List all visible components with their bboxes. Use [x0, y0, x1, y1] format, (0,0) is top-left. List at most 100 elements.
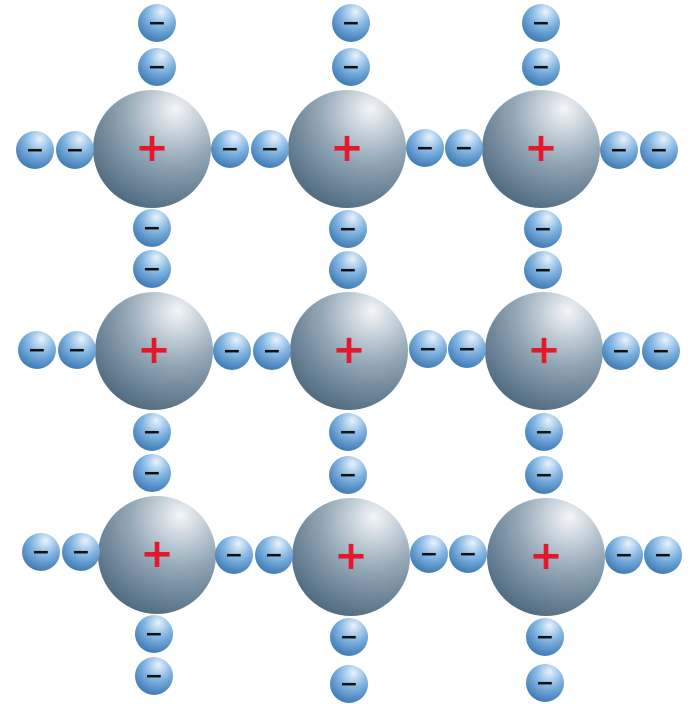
electron-44: −: [135, 657, 173, 695]
electron-3: −: [332, 4, 370, 42]
electron-15: −: [133, 209, 171, 247]
minus-sign-label: −: [143, 420, 161, 445]
electron-22: −: [58, 331, 96, 369]
electron-42: −: [644, 536, 682, 574]
electron-26: −: [448, 330, 486, 368]
electron-24: −: [253, 332, 291, 370]
electron-35: −: [22, 533, 60, 571]
electron-12: −: [445, 129, 483, 167]
electron-9: −: [211, 130, 249, 168]
minus-sign-label: −: [612, 339, 630, 364]
electron-27: −: [602, 332, 640, 370]
minus-sign-label: −: [340, 672, 358, 697]
minus-sign-label: −: [32, 540, 50, 565]
minus-sign-label: −: [339, 420, 357, 445]
minus-sign-label: −: [536, 625, 554, 650]
minus-sign-label: −: [615, 543, 633, 568]
minus-sign-label: −: [26, 138, 44, 163]
plus-sign-label: +: [137, 327, 171, 373]
minus-sign-label: −: [339, 217, 357, 242]
ions-layer: + + + + + + + + +: [93, 90, 605, 616]
positive-ion-r1-c2: +: [288, 90, 406, 208]
electron-37: −: [215, 536, 253, 574]
minus-sign-label: −: [265, 543, 283, 568]
minus-sign-label: −: [221, 137, 239, 162]
minus-sign-label: −: [536, 671, 554, 696]
electron-18: −: [329, 251, 367, 289]
minus-sign-label: −: [339, 258, 357, 283]
plus-sign-label: +: [332, 327, 366, 373]
electron-43: −: [135, 615, 173, 653]
electron-38: −: [255, 536, 293, 574]
electron-46: −: [330, 665, 368, 703]
electron-31: −: [329, 413, 367, 451]
minus-sign-label: −: [535, 463, 553, 488]
minus-sign-label: −: [416, 136, 434, 161]
minus-sign-label: −: [652, 339, 670, 364]
minus-sign-label: −: [459, 542, 477, 567]
minus-sign-label: −: [261, 137, 279, 162]
positive-ion-r3-c3: +: [487, 498, 605, 616]
electron-19: −: [524, 210, 562, 248]
minus-sign-label: −: [339, 463, 357, 488]
minus-sign-label: −: [28, 338, 46, 363]
electron-33: −: [525, 413, 563, 451]
electron-32: −: [329, 456, 367, 494]
electron-29: −: [133, 413, 171, 451]
electron-14: −: [640, 131, 678, 169]
minus-sign-label: −: [143, 461, 161, 486]
minus-sign-label: −: [650, 138, 668, 163]
minus-sign-label: −: [225, 543, 243, 568]
minus-sign-label: −: [532, 11, 550, 36]
minus-sign-label: −: [72, 540, 90, 565]
plus-sign-label: +: [529, 533, 563, 579]
minus-sign-label: −: [654, 543, 672, 568]
plus-sign-label: +: [140, 531, 174, 577]
minus-sign-label: −: [148, 55, 166, 80]
minus-sign-label: −: [263, 339, 281, 364]
minus-sign-label: −: [534, 217, 552, 242]
positive-ion-r1-c1: +: [93, 90, 211, 208]
electron-10: −: [251, 130, 289, 168]
electron-41: −: [605, 536, 643, 574]
electron-5: −: [522, 4, 560, 42]
electron-28: −: [642, 332, 680, 370]
positive-ion-r3-c1: +: [98, 496, 216, 614]
minus-sign-label: −: [458, 337, 476, 362]
electron-40: −: [449, 535, 487, 573]
electron-30: −: [133, 454, 171, 492]
electron-21: −: [18, 331, 56, 369]
electron-23: −: [213, 332, 251, 370]
minus-sign-label: −: [66, 138, 84, 163]
positive-ion-r2-c1: +: [95, 292, 213, 410]
electron-34: −: [525, 456, 563, 494]
minus-sign-label: −: [535, 420, 553, 445]
minus-sign-label: −: [419, 337, 437, 362]
minus-sign-label: −: [455, 136, 473, 161]
minus-sign-label: −: [68, 338, 86, 363]
minus-sign-label: −: [340, 625, 358, 650]
electron-1: −: [138, 4, 176, 42]
electron-6: −: [522, 48, 560, 86]
minus-sign-label: −: [342, 11, 360, 36]
minus-sign-label: −: [143, 257, 161, 282]
electron-8: −: [56, 131, 94, 169]
minus-sign-label: −: [534, 258, 552, 283]
electron-2: −: [138, 48, 176, 86]
minus-sign-label: −: [148, 11, 166, 36]
minus-sign-label: −: [145, 622, 163, 647]
positive-ion-r2-c3: +: [485, 292, 603, 410]
electron-45: −: [330, 618, 368, 656]
electron-36: −: [62, 533, 100, 571]
positive-ion-r3-c2: +: [292, 498, 410, 616]
electron-7: −: [16, 131, 54, 169]
minus-sign-label: −: [420, 542, 438, 567]
plus-sign-label: +: [524, 125, 558, 171]
plus-sign-label: +: [527, 327, 561, 373]
electron-17: −: [329, 210, 367, 248]
positive-ion-r2-c2: +: [290, 292, 408, 410]
electron-20: −: [524, 251, 562, 289]
electron-47: −: [526, 618, 564, 656]
minus-sign-label: −: [143, 216, 161, 241]
